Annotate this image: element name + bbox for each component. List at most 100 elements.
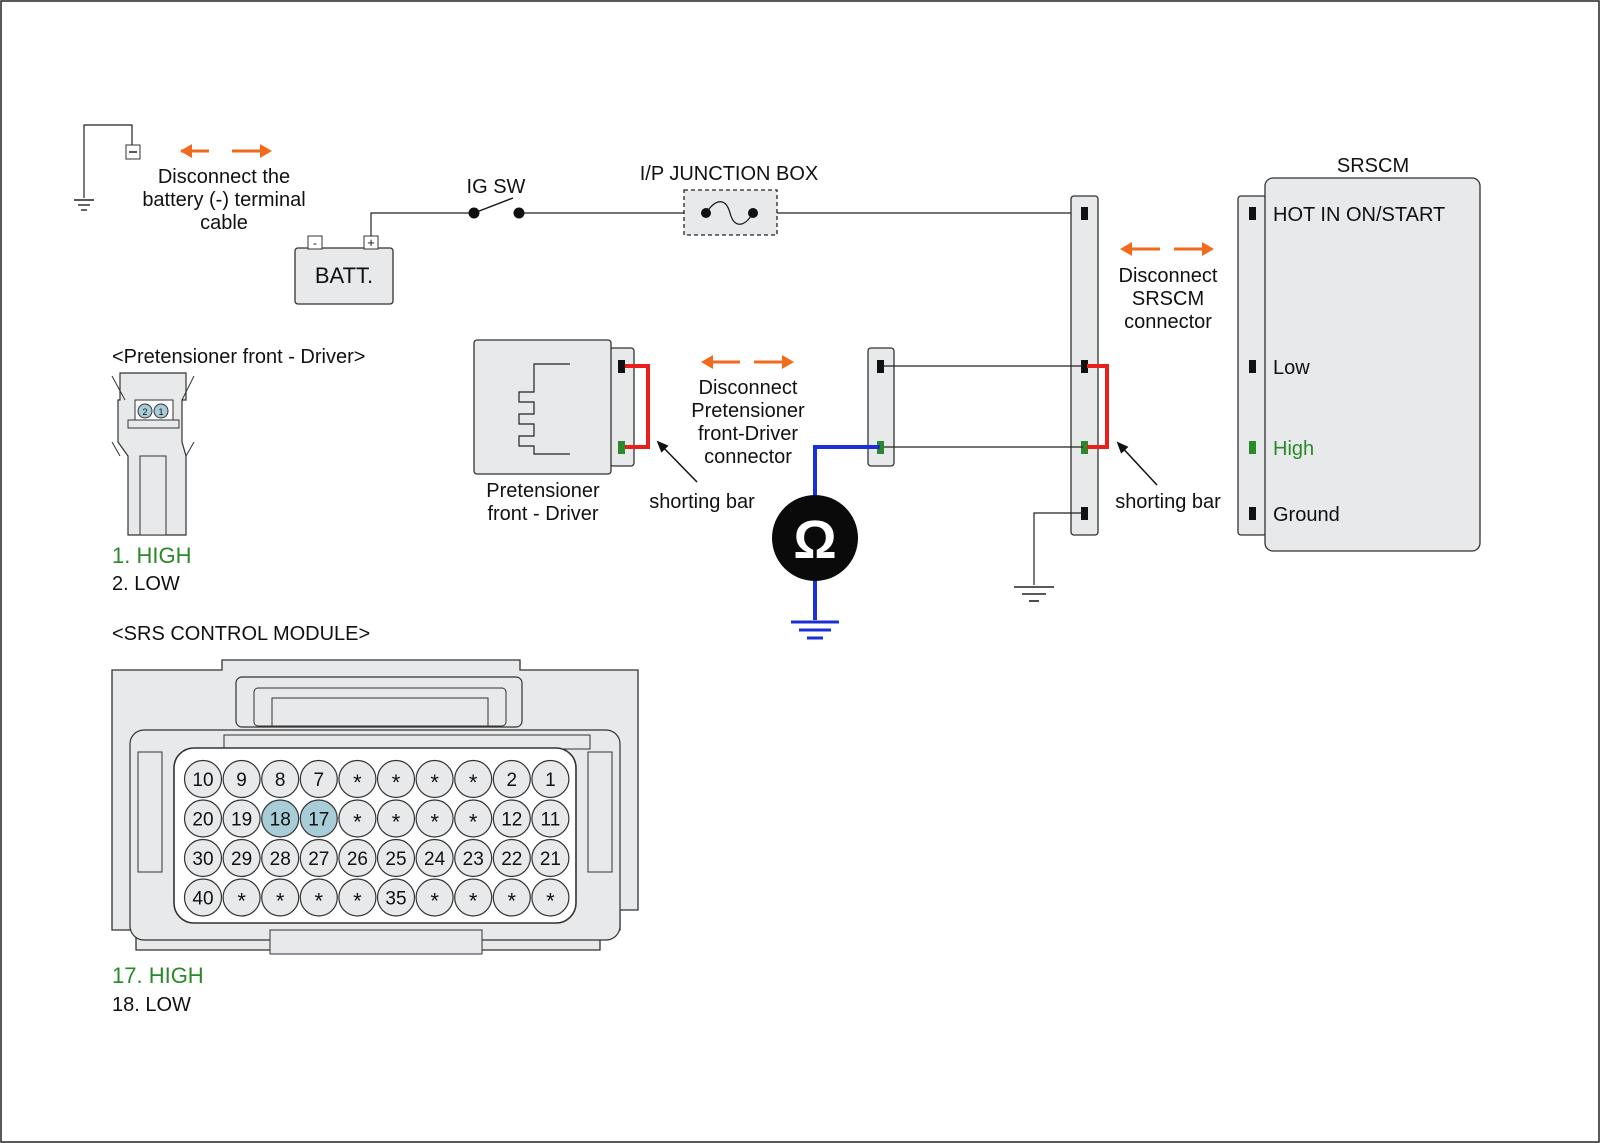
srs-pin-cavity (299, 878, 338, 917)
pretensioner-disconnect-line4: connector (704, 446, 792, 468)
srs-pin-cavity (531, 799, 570, 838)
fuse-icon (705, 201, 754, 225)
srs-pin-cavity (454, 799, 493, 838)
srs-pin-cavity (338, 838, 377, 878)
srscm-module (1264, 177, 1481, 552)
srs-pin-label: 20 (192, 810, 213, 831)
srs-legend-low: 18. LOW (112, 994, 191, 1016)
srs-pin-cavity (338, 878, 377, 917)
junction-box-label: I/P JUNCTION BOX (640, 163, 819, 185)
srs-pin-label: 27 (308, 849, 329, 870)
srs-pin-label: * (469, 770, 478, 795)
battery-neg-symbol: - (313, 236, 317, 250)
srs-pin-label: 21 (540, 849, 561, 870)
srs-pin-cavity (492, 759, 531, 799)
srs-pin-label: 18 (270, 810, 291, 831)
srs-pin-cavity (415, 878, 454, 917)
srs-pin-label: 29 (231, 849, 252, 870)
srs-pin-label: * (353, 889, 362, 914)
battery: - + BATT. (294, 235, 394, 305)
pretensioner-connector-title: <Pretensioner front - Driver> (112, 346, 365, 368)
pretensioner-pin-2: 2 (142, 407, 147, 417)
ig-switch (468, 197, 525, 219)
battery-disconnect-line1: Disconnect the (158, 166, 290, 188)
srs-pin-label: * (237, 889, 246, 914)
srs-pin-cavity (261, 759, 300, 799)
srs-pin-cavity (415, 838, 454, 878)
srs-pin-label: * (315, 889, 324, 914)
srscm-pin-hot: HOT IN ON/START (1273, 204, 1445, 226)
srs-pin-cavity (338, 799, 377, 838)
srs-pin-cavity (531, 838, 570, 878)
ohm-symbol: Ω (793, 510, 836, 570)
srs-pin-label: * (353, 770, 362, 795)
pretensioner-shorting-bar-label: shorting bar (649, 491, 755, 513)
srs-pin-label: 10 (192, 770, 213, 791)
ig-switch-label: IG SW (467, 176, 526, 198)
srs-pin-label: 24 (424, 849, 446, 870)
srs-pin-label: 19 (231, 810, 252, 831)
srs-pin-cavity (183, 759, 223, 799)
srscm-pin-low: Low (1273, 357, 1310, 379)
srscm-disconnect-arrows (1120, 242, 1214, 256)
srs-pin-label: 25 (385, 849, 406, 870)
srs-pin-cavity (261, 878, 300, 917)
battery-disconnect-symbol (74, 124, 141, 211)
srs-pin-label: 40 (192, 889, 213, 910)
srs-pin-cavity (222, 759, 261, 799)
pretensioner-label-line1: Pretensioner (486, 480, 600, 502)
srs-pin-cavity (183, 799, 223, 838)
srscm-shorting-bar-label: shorting bar (1115, 491, 1221, 513)
junction-box (683, 189, 778, 236)
srs-pin-cavity (376, 878, 416, 917)
srs-pin-label: 7 (314, 770, 325, 791)
srs-module-title: <SRS CONTROL MODULE> (112, 623, 370, 645)
srs-pin-cavity (376, 759, 416, 799)
srs-pin-label: * (546, 889, 555, 914)
srs-pin-label: 2 (507, 770, 518, 791)
pretensioner-disconnect-line3: front-Driver (698, 423, 798, 445)
srs-pin-label: * (430, 810, 439, 835)
srs-pin-cavity (338, 759, 377, 799)
srs-pin-cavity (415, 759, 454, 799)
srs-pin-label: 23 (463, 849, 484, 870)
battery-disconnect-line3: cable (200, 212, 248, 234)
srs-pin-cavity (222, 799, 261, 838)
srscm-disconnect-line3: connector (1124, 311, 1212, 333)
pretensioner-connector-face: 2 1 (111, 372, 195, 536)
srs-pin-label: * (276, 889, 285, 914)
srs-pin-label: 28 (270, 849, 291, 870)
srs-pin-cavity (376, 838, 416, 878)
pretensioner-label-line2: front - Driver (487, 503, 598, 525)
srs-pin-cavity (299, 838, 338, 878)
srs-pin-label: * (392, 810, 401, 835)
srs-legend-high: 17. HIGH (112, 963, 204, 988)
pretensioner-shorting-bar (625, 364, 650, 449)
battery-label: BATT. (315, 263, 373, 288)
chassis-ground-icon (1014, 586, 1054, 602)
srscm-shorting-bar (1087, 364, 1109, 449)
srs-pin-label: 11 (541, 810, 561, 831)
srs-pin-label: 12 (501, 810, 522, 831)
pretensioner-legend-low: 2. LOW (112, 573, 180, 595)
srs-pin-cavity (531, 878, 570, 917)
srs-pin-cavity (492, 878, 531, 917)
srs-pin-label: 30 (192, 849, 213, 870)
pretensioner-legend-high: 1. HIGH (112, 543, 191, 568)
srs-pin-cavity (261, 799, 300, 838)
srs-pin-cavity (222, 838, 261, 878)
srs-pin-cavity (454, 838, 493, 878)
battery-disconnect-arrows (180, 144, 272, 158)
srs-pin-label: * (430, 770, 439, 795)
srscm-disconnect-line1: Disconnect (1119, 265, 1218, 287)
srscm-pin-ground: Ground (1273, 504, 1340, 526)
pretensioner-disconnect-line1: Disconnect (699, 377, 798, 399)
srscm-disconnect-line2: SRSCM (1132, 288, 1204, 310)
srs-pin-cavity (492, 838, 531, 878)
srs-pin-label: 22 (501, 849, 522, 870)
srs-pin-cavity (415, 799, 454, 838)
ohm-meter-icon (772, 495, 858, 581)
srs-pin-label: * (469, 889, 478, 914)
